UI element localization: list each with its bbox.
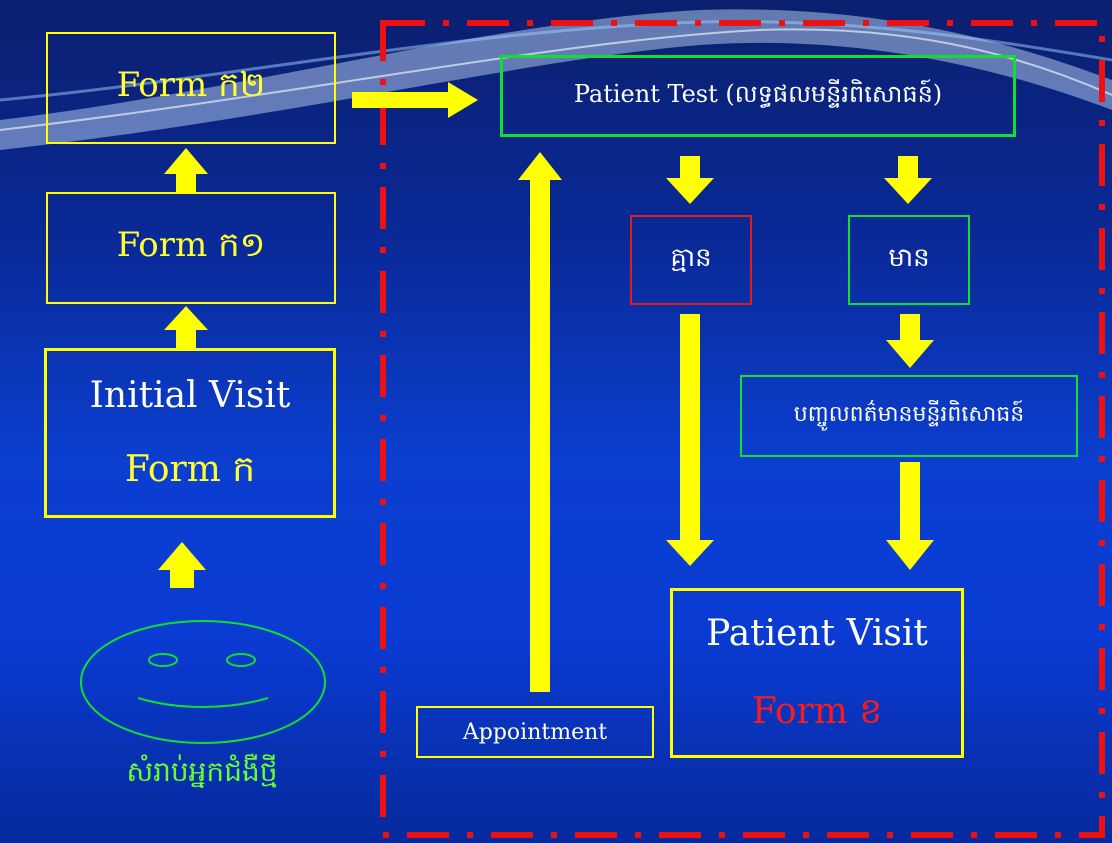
patient-test-label: Patient Test (លទ្ធផលមន្ទីរពិសោធន៍) — [573, 79, 943, 108]
patient-visit-box: Patient Visit Form ខ — [670, 588, 964, 758]
lab-info-label: បញ្ចូលពត៌មានមន្ទីរពិសោធន៍ — [793, 402, 1025, 427]
appointment-box: Appointment — [416, 706, 654, 758]
patient-visit-title: Patient Visit — [706, 613, 928, 654]
new-patient-label: សំរាប់អ្នកជំងឺថ្មី — [80, 748, 324, 800]
smiley-face-icon — [80, 620, 326, 744]
patient-test-box: Patient Test (លទ្ធផលមន្ទីរពិសោធន៍) — [500, 55, 1016, 137]
have-label: មាន — [888, 243, 930, 273]
arrow-up-icon — [158, 542, 206, 588]
form-k1-box: Form ក១ — [46, 192, 336, 304]
form-k2-box: Form ក២ — [46, 32, 336, 144]
initial-visit-form: Form ក — [124, 449, 256, 490]
dashed-region-border — [380, 20, 1105, 838]
have-box: មាន — [848, 215, 970, 305]
form-k2-label: Form ក២ — [116, 65, 266, 105]
patient-visit-form: Form ខ — [751, 691, 883, 732]
new-patient-text: សំរាប់អ្នកជំងឺថ្មី — [126, 754, 278, 788]
initial-visit-box: Initial Visit Form ក — [44, 348, 336, 518]
none-box: គ្មាន — [630, 215, 752, 305]
none-label: គ្មាន — [670, 243, 712, 273]
appointment-label: Appointment — [462, 719, 608, 745]
form-k1-label: Form ក១ — [116, 225, 266, 265]
arrow-up-icon — [164, 306, 208, 348]
initial-visit-title: Initial Visit — [89, 375, 291, 416]
lab-info-box: បញ្ចូលពត៌មានមន្ទីរពិសោធន៍ — [740, 375, 1078, 457]
